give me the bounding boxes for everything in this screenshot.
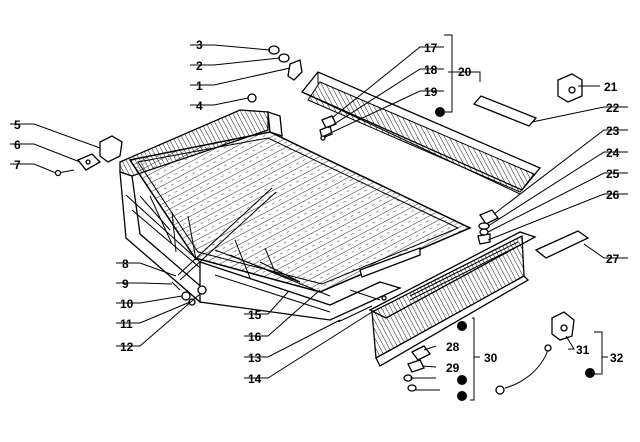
callout-4: 4 [196, 99, 203, 113]
callout-25: 25 [606, 167, 620, 181]
hardware-28-30 [403, 345, 431, 392]
callout-21: 21 [604, 80, 618, 94]
hardware-17-19 [319, 115, 337, 141]
callout-labels: 1 2 3 4 5 6 7 8 9 10 11 12 13 14 15 16 1… [14, 38, 624, 386]
pad-27 [534, 230, 590, 259]
callout-24: 24 [606, 146, 620, 160]
tailgate-panel [368, 231, 537, 367]
callout-20: 20 [458, 65, 472, 79]
callout-16: 16 [248, 330, 262, 344]
callout-13: 13 [248, 351, 262, 365]
callout-32: 32 [610, 351, 624, 365]
callout-12: 12 [120, 340, 134, 354]
callout-11: 11 [120, 317, 133, 331]
callout-9: 9 [122, 277, 129, 291]
bracket-21 [557, 73, 583, 103]
callout-dots [435, 107, 595, 401]
cargo-bed-frame [119, 109, 472, 321]
callout-31: 31 [576, 343, 590, 357]
callout-8: 8 [122, 257, 129, 271]
callout-18: 18 [424, 63, 438, 77]
callout-29: 29 [446, 361, 460, 375]
block-5 [99, 135, 123, 163]
bracket-31 [551, 311, 575, 341]
callout-6: 6 [14, 138, 21, 152]
callout-23: 23 [606, 124, 620, 138]
callout-30: 30 [484, 351, 498, 365]
leader-lines [10, 34, 628, 401]
callout-7: 7 [14, 158, 21, 172]
callout-2: 2 [196, 59, 203, 73]
callout-22: 22 [606, 101, 620, 115]
callout-28: 28 [446, 340, 460, 354]
hardware-9-12 [171, 281, 207, 306]
callout-26: 26 [606, 188, 620, 202]
hardware-1-4 [247, 45, 303, 103]
callout-17: 17 [424, 41, 438, 55]
callout-3: 3 [196, 38, 203, 52]
strip-22 [472, 95, 538, 127]
screw-7 [54, 169, 75, 177]
callout-14: 14 [248, 372, 262, 386]
cable-32 [495, 344, 552, 395]
callout-10: 10 [120, 297, 134, 311]
side-panel-20 [300, 71, 542, 195]
callout-19: 19 [424, 85, 438, 99]
callout-15: 15 [248, 308, 262, 322]
callout-5: 5 [14, 118, 21, 132]
callout-27: 27 [606, 252, 620, 266]
hardware-23-26 [477, 209, 499, 245]
rod-13-14 [337, 295, 387, 323]
callout-1: 1 [196, 79, 203, 93]
